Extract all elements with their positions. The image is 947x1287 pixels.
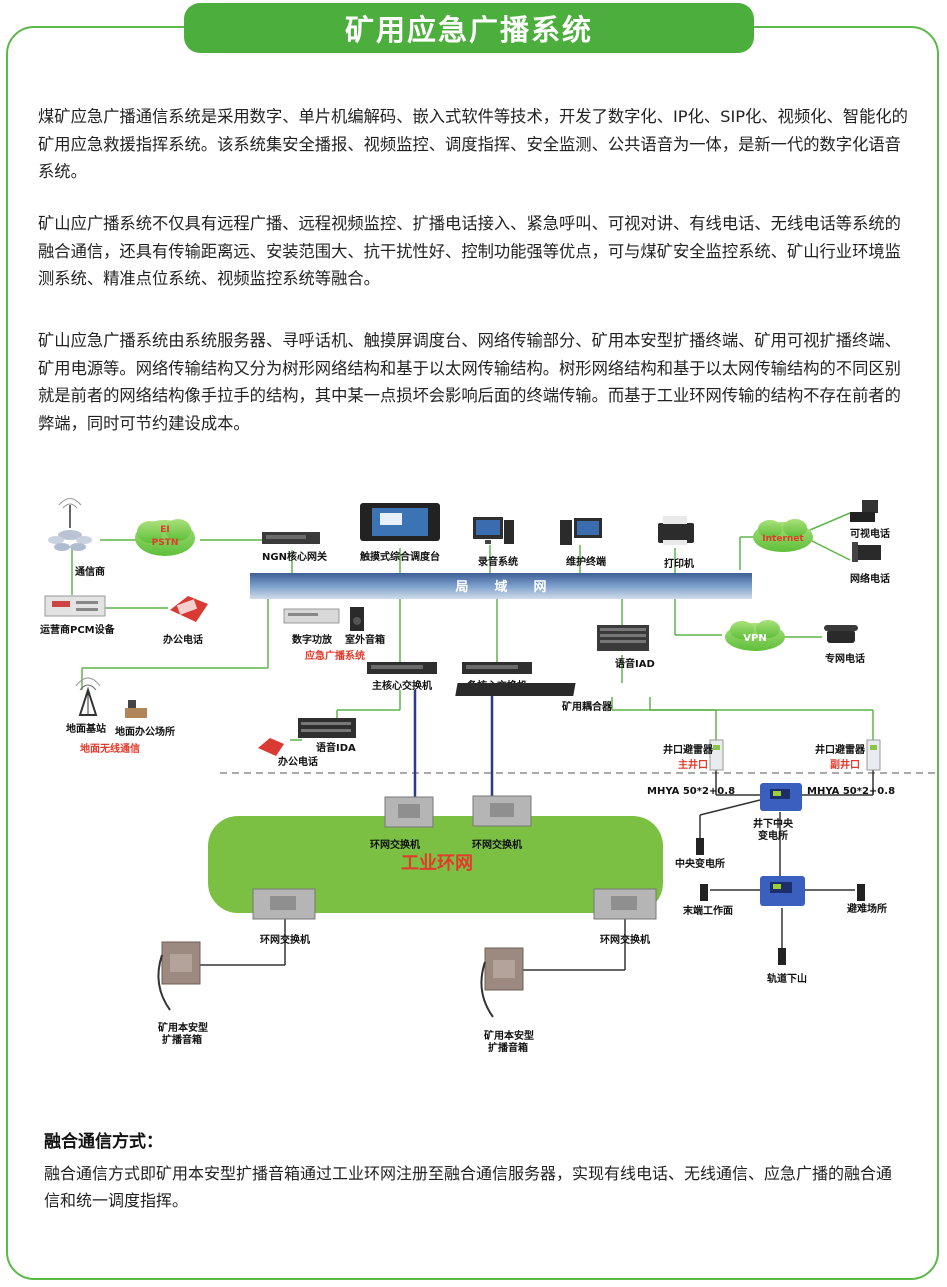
touch-console-label: 触摸式综合调度台 — [359, 550, 440, 563]
underground-sub-label-1: 井下中央 — [753, 817, 794, 830]
touch-console-icon — [360, 503, 440, 541]
lan-label: 局 域 网 — [455, 579, 546, 595]
mine-speaker-2-icon — [480, 947, 524, 1018]
ring-label: 工业环网 — [401, 853, 473, 874]
internet-label: Internet — [762, 534, 804, 544]
printer-label: 打印机 — [664, 557, 694, 570]
recorder-icon — [473, 517, 514, 544]
pstn-label-1: EI — [160, 525, 170, 535]
page-title: 矿用应急广播系统 — [184, 3, 754, 53]
ring-switch-3-label: 环网交换机 — [260, 933, 310, 946]
base-station-label: 地面基站 — [66, 722, 106, 735]
pcm-label: 运营商PCM设备 — [40, 623, 116, 636]
end-face-icon — [700, 884, 708, 901]
ngn-gateway-icon — [262, 532, 320, 544]
ground-office-icon — [125, 700, 147, 718]
ring-switch-2-label: 环网交换机 — [472, 838, 522, 851]
cable-2-label: MHYA 50*2+0.8 — [807, 786, 895, 797]
video-phone-icon — [850, 500, 878, 522]
internet-cloud: Internet — [753, 519, 813, 552]
arrester-2-icon — [866, 739, 881, 771]
office-phone-1-icon — [170, 596, 208, 622]
recorder-label: 录音系统 — [478, 555, 518, 568]
office-phone-1-label: 办公电话 — [163, 633, 203, 646]
net-phone-icon — [852, 542, 881, 562]
ngn-label: NGN核心网关 — [262, 550, 327, 563]
backup-switch-icon — [462, 662, 532, 674]
lan-bar — [250, 573, 752, 599]
voice-ida-icon — [298, 718, 356, 738]
ground-office-label: 地面办公场所 — [115, 725, 175, 738]
ring-switch-1-icon — [384, 796, 434, 828]
pstn-label-2: PSTN — [152, 538, 179, 548]
office-phone-2-label: 办公电话 — [278, 755, 318, 768]
underground-sub-2-icon — [760, 876, 805, 906]
net-phone-label: 网络电话 — [850, 572, 890, 585]
coupler-label: 矿用耦合器 — [562, 700, 613, 713]
ring-switch-4-label: 环网交换机 — [600, 933, 650, 946]
refuge-icon — [857, 884, 865, 901]
arrester-1-sub-label: 主井口 — [678, 758, 708, 771]
vpn-label: VPN — [743, 633, 766, 644]
arrester-1-icon — [709, 739, 724, 771]
dedicated-phone-label: 专网电话 — [825, 652, 865, 665]
arrester-2-sub-label: 副井口 — [830, 758, 860, 771]
underground-sub-icon — [760, 783, 802, 811]
central-sub-label: 中央变电所 — [675, 857, 725, 870]
intro-paragraph-1: 煤矿应急广播通信系统是采用数字、单片机编解码、嵌入式软件等技术，开发了数字化、I… — [38, 107, 908, 181]
maintenance-terminal-icon — [560, 518, 602, 545]
office-phone-2-icon — [258, 738, 284, 756]
end-face-label: 末端工作面 — [683, 904, 733, 917]
mine-speaker-1-icon — [157, 941, 201, 1011]
emergency-broadcast-label: 应急广播系统 — [305, 649, 365, 662]
mine-speaker-2-label-1: 矿用本安型 — [484, 1029, 534, 1042]
ring-switch-1-label: 环网交换机 — [370, 838, 420, 851]
ring-switch-3-icon — [252, 888, 316, 920]
section-body: 融合通信方式即矿用本安型扩播音箱通过工业环网注册至融合通信服务器，实现有线电话、… — [44, 1164, 893, 1210]
coupler-icon — [455, 683, 576, 696]
pstn-cloud: EI PSTN — [135, 519, 195, 556]
carrier-label: 通信商 — [75, 565, 105, 578]
industrial-ring — [208, 816, 663, 913]
mine-speaker-1-label-2: 扩播音箱 — [162, 1033, 202, 1046]
outdoor-speaker-label: 室外音箱 — [345, 633, 385, 646]
arrester-1-label: 井口避雷器 — [663, 743, 714, 756]
ground-wireless-label: 地面无线通信 — [80, 742, 140, 755]
digital-amp-label: 数字功放 — [292, 633, 333, 646]
central-sub-icon — [696, 838, 704, 855]
dedicated-phone-icon — [824, 625, 858, 643]
cable-1-label: MHYA 50*2+0.8 — [647, 786, 735, 797]
base-station-icon — [75, 677, 101, 716]
digital-amp-icon — [283, 608, 340, 624]
outdoor-speaker-icon — [350, 607, 364, 631]
ring-switch-2-icon — [472, 795, 532, 827]
track-icon — [778, 948, 786, 965]
underground-sub-label-2: 变电所 — [758, 829, 788, 842]
maintenance-label: 维护终端 — [566, 555, 606, 568]
refuge-label: 避难场所 — [846, 902, 887, 915]
intro-paragraph-3: 矿山应急广播系统由系统服务器、寻呼话机、触摸屏调度台、网络传输部分、矿用本安型扩… — [38, 331, 901, 433]
main-switch-icon — [367, 662, 437, 674]
section-title: 融合通信方式： — [44, 1132, 163, 1152]
ring-switch-4-icon — [593, 888, 657, 920]
printer-icon — [658, 516, 694, 545]
track-label: 轨道下山 — [767, 972, 807, 985]
mine-speaker-2-label-2: 扩播音箱 — [488, 1041, 528, 1054]
main-switch-label: 主核心交换机 — [372, 679, 432, 692]
backbone-lines — [413, 690, 494, 797]
voice-iad-top-label: 语音IAD — [615, 657, 655, 670]
arrester-2-label: 井口避雷器 — [815, 743, 866, 756]
underground-lines — [195, 770, 874, 971]
carrier-tower-icon — [48, 498, 92, 551]
voice-ida-label: 语音IDA — [316, 741, 356, 754]
mine-speaker-1-label-1: 矿用本安型 — [158, 1021, 208, 1034]
video-phone-label: 可视电话 — [850, 527, 890, 540]
voice-iad-top-icon — [597, 625, 649, 651]
vpn-cloud: VPN — [725, 620, 785, 651]
intro-paragraph-2: 矿山应广播系统不仅具有远程广播、远程视频监控、扩播电话接入、紧急呼叫、可视对讲、… — [38, 214, 901, 288]
connection-lines — [71, 512, 874, 741]
pcm-device-icon — [44, 595, 106, 617]
